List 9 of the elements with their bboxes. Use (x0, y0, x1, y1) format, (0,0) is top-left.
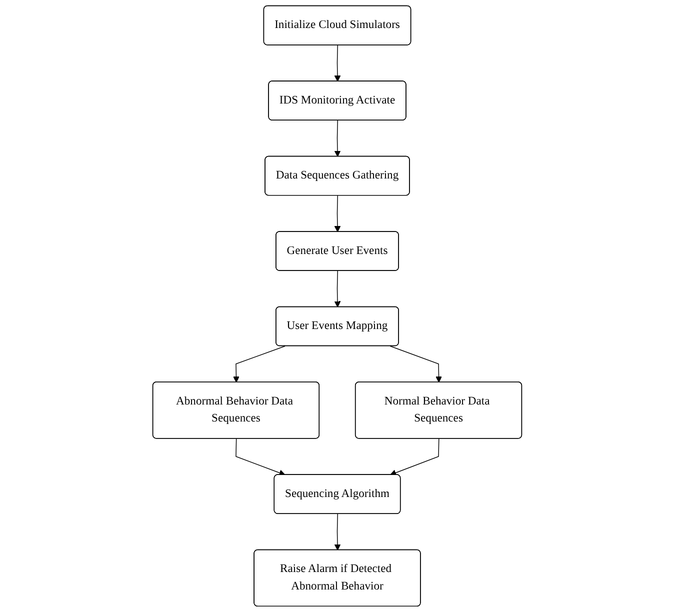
arrow (236, 438, 286, 476)
arrow (390, 438, 440, 476)
arrow (334, 270, 341, 308)
arrow (334, 120, 341, 157)
arrow (334, 514, 341, 550)
arrow (334, 195, 341, 232)
arrow (233, 346, 286, 383)
arrow (334, 44, 341, 82)
arrow (390, 346, 442, 383)
